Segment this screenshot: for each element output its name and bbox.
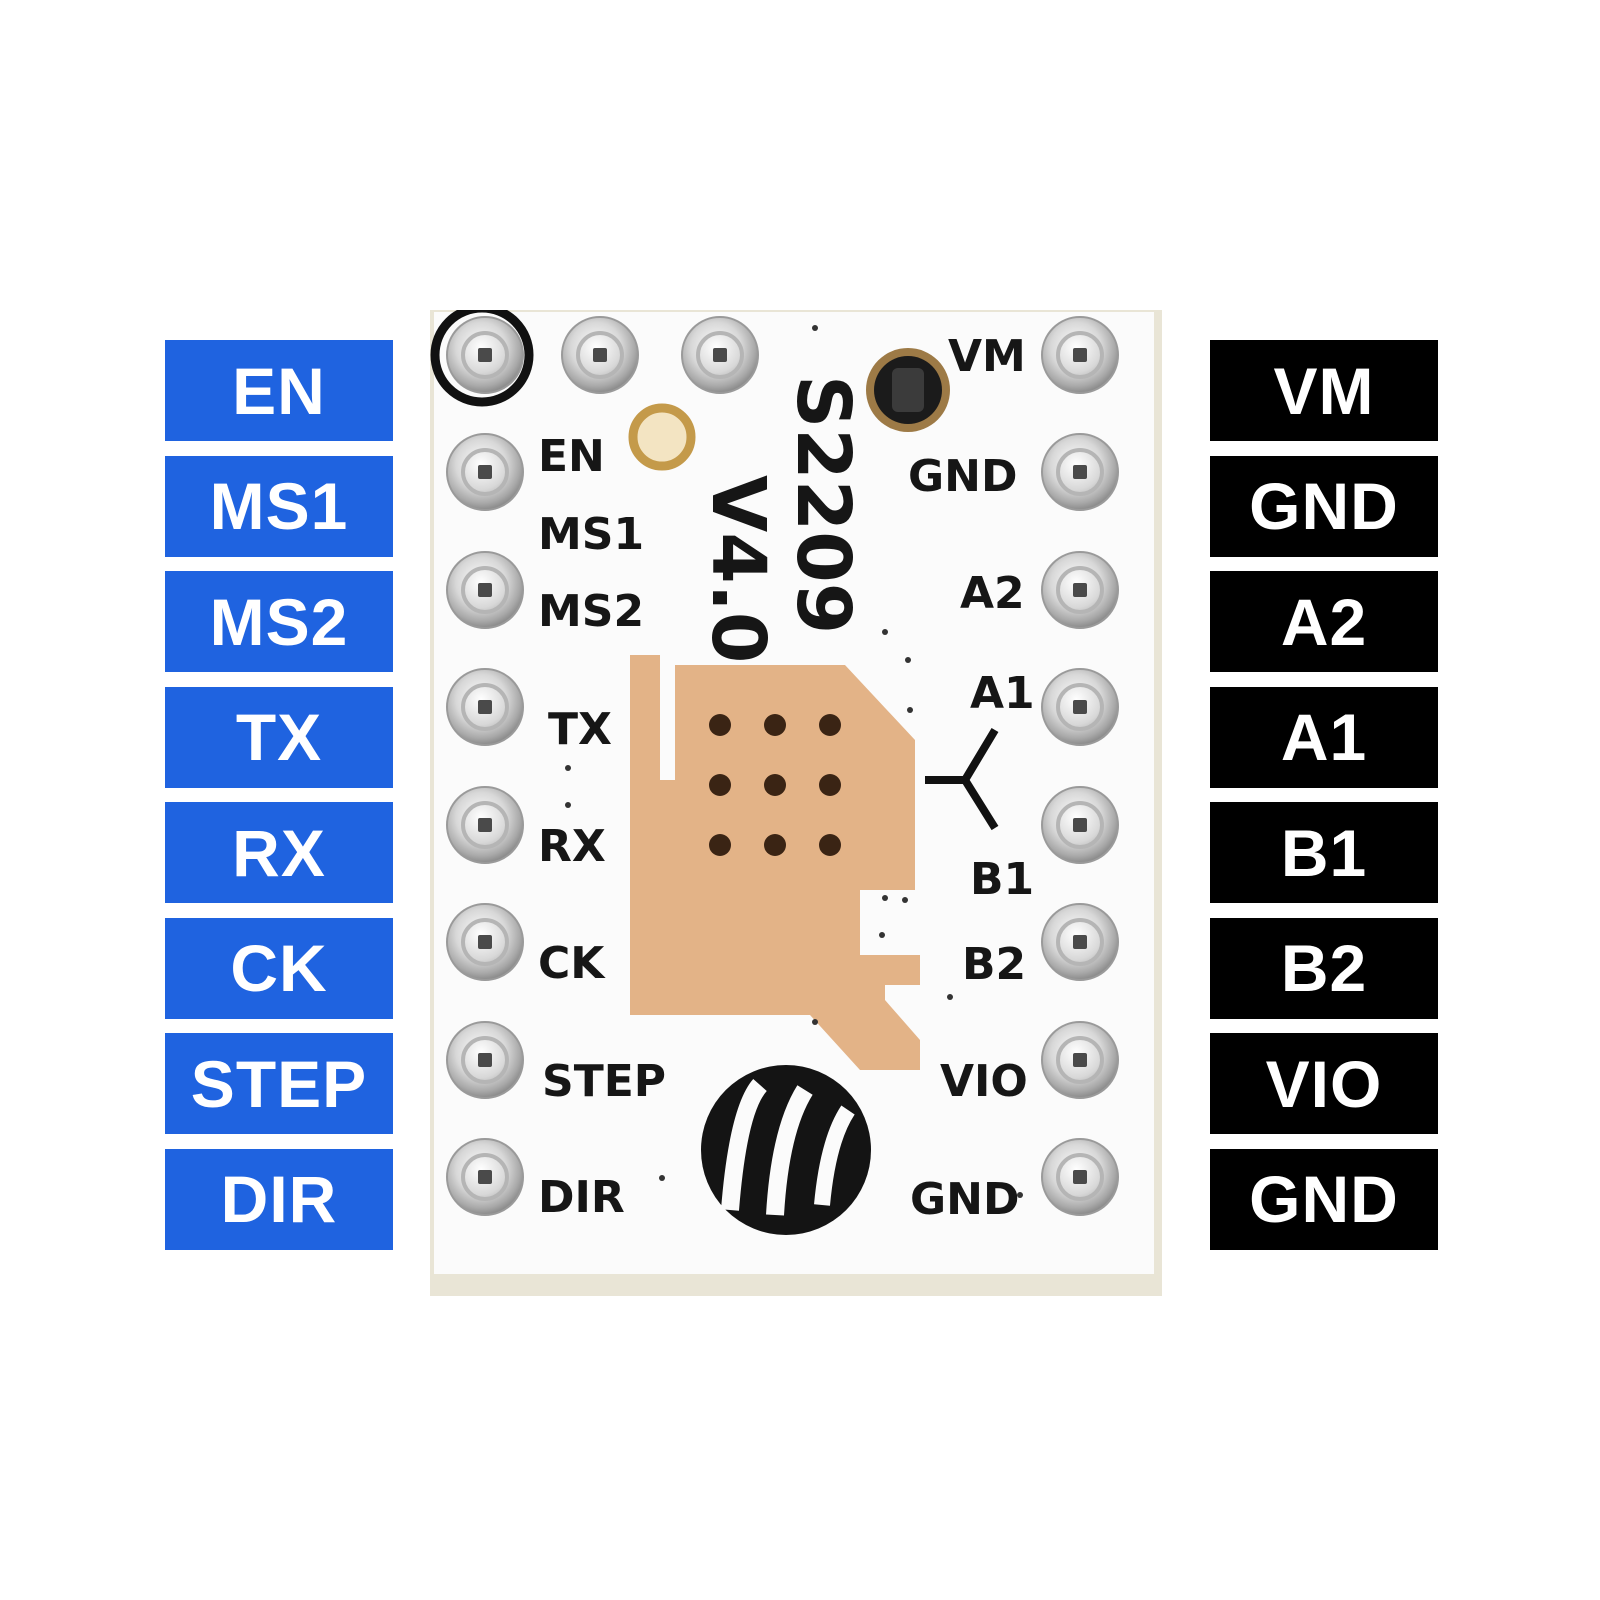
left-label-ms1: MS1 [165,455,393,557]
test-dot [1017,1192,1023,1198]
left-pin-labels: EN MS1 MS2 TX RX CK STEP DIR [165,340,393,1264]
silk-ms1: MS1 [538,509,645,560]
thermal-vias [709,714,841,856]
left-header-pin [446,433,524,511]
left-header-pin [446,551,524,629]
silk-tx: TX [548,704,612,755]
header-pins [446,316,1119,1216]
silk-en: EN [538,431,605,482]
right-header-pin [1041,316,1119,394]
thermal-via [709,714,731,736]
thermal-via [819,834,841,856]
top-header-pin [561,316,639,394]
silk-b2: B2 [962,939,1027,990]
left-header-pin [446,316,524,394]
test-dot [882,629,888,635]
right-label-b1: B1 [1210,802,1438,903]
right-label-vm: VM [1210,340,1438,441]
silk-gnd-1: GND [908,451,1018,502]
model-version: V4.0 [695,475,781,664]
top-header-pin [681,316,759,394]
test-dot [907,707,913,713]
thermal-via [764,714,786,736]
right-header-pin [1041,786,1119,864]
test-dot [947,994,953,1000]
test-dot [879,932,885,938]
thermal-via [709,834,731,856]
silk-a2: A2 [960,568,1025,619]
right-label-a1: A1 [1210,686,1438,788]
test-dot [812,325,818,331]
right-label-vio: VIO [1210,1033,1438,1134]
right-header-pin [1041,551,1119,629]
silk-rx: RX [538,821,606,872]
silk-a1: A1 [970,668,1035,719]
silk-dir: DIR [538,1172,625,1223]
left-header-pin [446,1021,524,1099]
test-dot [882,895,888,901]
left-header-pin [446,668,524,746]
silk-vm: VM [948,331,1026,382]
right-label-gnd-2: GND [1210,1148,1438,1250]
test-dot [902,897,908,903]
test-dot [659,1175,665,1181]
left-label-rx: RX [165,802,393,903]
right-header-pin [1041,1138,1119,1216]
silk-ms2: MS2 [538,586,645,637]
right-label-a2: A2 [1210,571,1438,672]
right-header-pin [1041,433,1119,511]
silk-b1: B1 [970,854,1035,905]
driver-board: EN MS1 MS2 TX RX CK STEP DIR VM GND A2 A… [430,310,1162,1296]
mounting-hole [628,403,696,471]
thermal-via [819,714,841,736]
right-pin-labels: VM GND A2 A1 B1 B2 VIO GND [1210,340,1438,1264]
left-label-ck: CK [165,917,393,1019]
right-header-pin [1041,1021,1119,1099]
left-label-tx: TX [165,686,393,788]
right-label-gnd-1: GND [1210,455,1438,557]
brand-logo-icon [701,1065,871,1235]
test-dot [565,802,571,808]
silk-vio: VIO [940,1056,1028,1107]
thermal-via [764,774,786,796]
pin1-marker [430,310,534,407]
left-header-pin [446,1138,524,1216]
thermal-via [709,774,731,796]
left-label-en: EN [165,340,393,441]
test-dot [565,765,571,771]
left-header-pin [446,903,524,981]
right-label-b2: B2 [1210,917,1438,1019]
right-header-pin [1041,668,1119,746]
thermal-via [764,834,786,856]
test-dot [905,657,911,663]
silk-gnd-2: GND [910,1174,1020,1225]
left-label-dir: DIR [165,1148,393,1250]
left-label-ms2: MS2 [165,571,393,672]
left-label-step: STEP [165,1033,393,1134]
silk-step: STEP [542,1056,667,1107]
right-header-pin [1041,903,1119,981]
left-header-pin [446,786,524,864]
board-artwork [430,310,1162,1296]
test-dot [812,1019,818,1025]
silk-ck: CK [538,938,605,989]
model-name: S2209 [780,375,866,635]
test-dots [565,325,1023,1198]
thermal-pad [630,655,920,1070]
thermal-via [819,774,841,796]
